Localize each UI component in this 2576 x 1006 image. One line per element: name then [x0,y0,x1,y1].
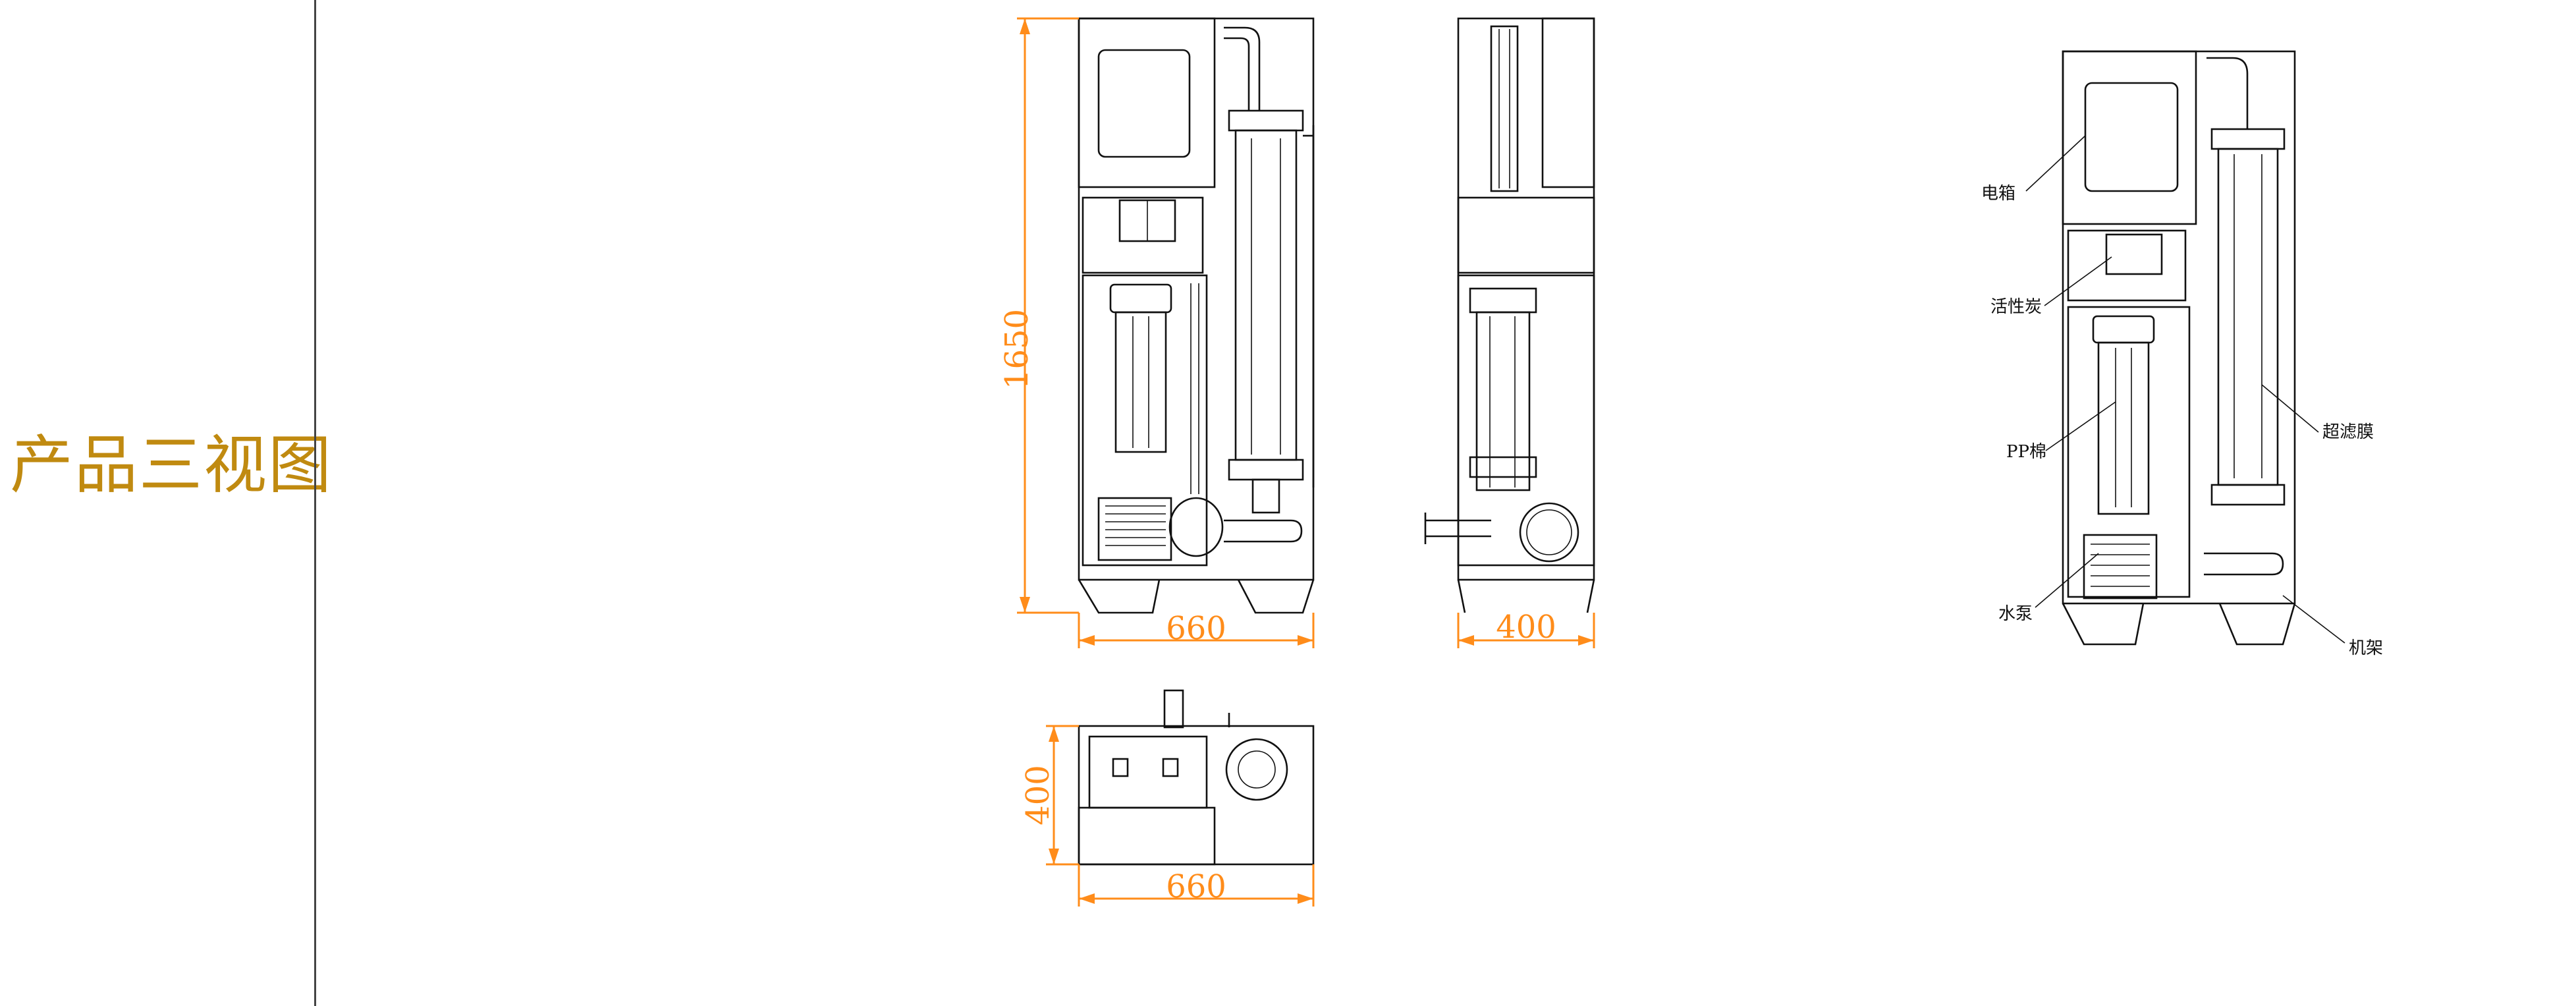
dimension-front-width-label: 660 [1166,610,1226,647]
dimension-top-depth-label: 400 [1020,765,1056,825]
side-view [1424,17,1595,613]
label-pp-cotton: PP棉 [2006,442,2046,462]
page-title: 产品三视图 [10,428,333,502]
label-frame: 机架 [2349,638,2383,658]
label-activated-carbon: 活性炭 [1990,297,2042,317]
isometric-view [2025,50,2345,646]
front-view [1078,17,1315,614]
dimension-side-width [1457,613,1595,648]
dimension-top-width-label: 660 [1166,868,1226,905]
dimension-front-width [1078,613,1315,648]
dimension-height [1017,17,1079,614]
sidebar-divider [314,0,316,1006]
label-ultrafiltration-membrane: 超滤膜 [2322,422,2374,442]
label-water-pump: 水泵 [1998,604,2033,624]
dimension-top-depth [1046,725,1079,866]
dimension-side-width-label: 400 [1496,609,1556,646]
label-electric-box: 电箱 [1981,184,2015,204]
dimension-top-width [1078,864,1315,907]
top-view [1078,689,1315,866]
dimension-height-label: 1650 [999,309,1035,389]
